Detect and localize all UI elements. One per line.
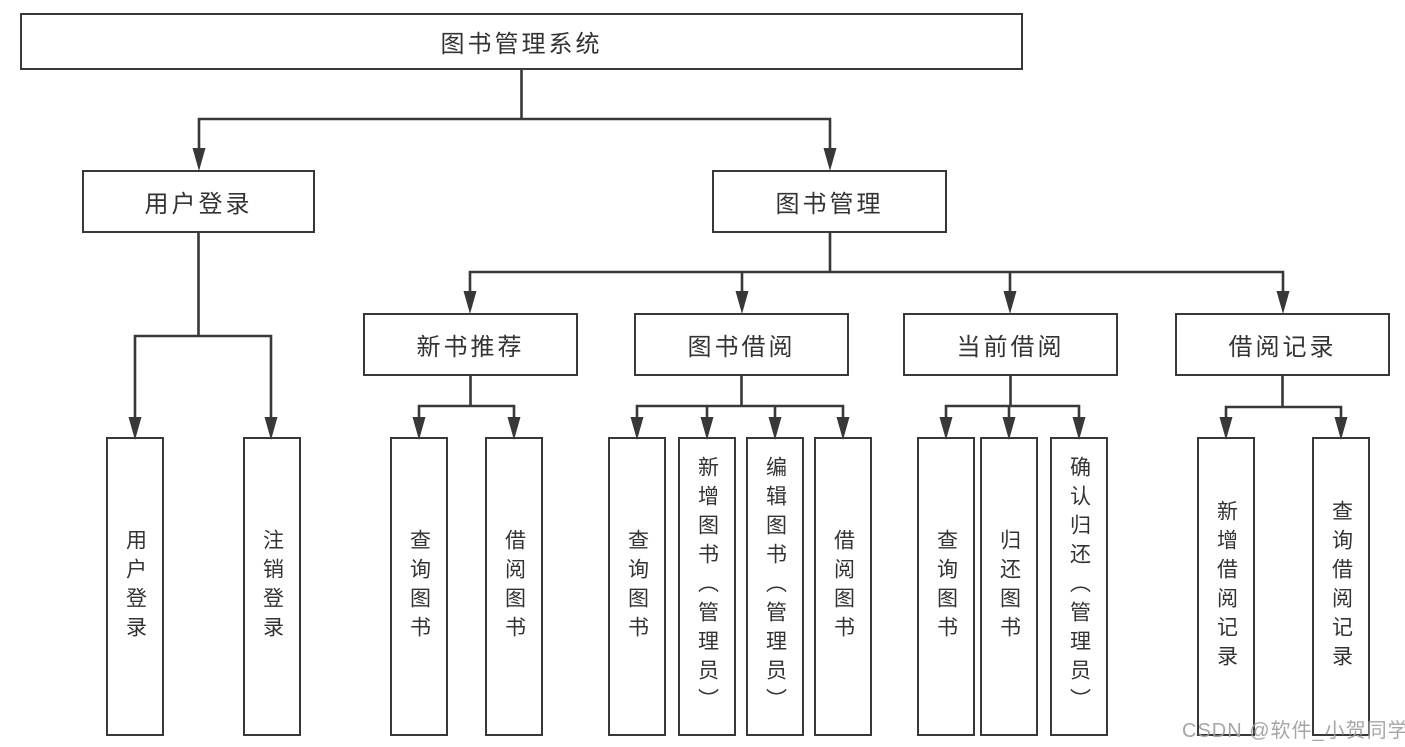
edge-borrow-record-to-leaves — [1224, 374, 1343, 423]
leaf-add-book-admin: 新增图书（管理员） — [678, 437, 736, 736]
leaf-query-book-1-label: 查询图书 — [407, 528, 431, 645]
leaf-logout-label: 注销登录 — [260, 528, 284, 645]
leaf-edit-book-admin: 编辑图书（管理员） — [746, 437, 804, 736]
leaf-add-book-admin-label: 新增图书（管理员） — [695, 456, 719, 717]
leaf-add-borrow-record: 新增借阅记录 — [1197, 437, 1255, 736]
edge-book-management-to-level3 — [468, 231, 1285, 299]
leaf-query-book-1: 查询图书 — [390, 437, 448, 736]
arrow-to-book-management — [823, 148, 837, 171]
leaf-add-borrow-record-label: 新增借阅记录 — [1214, 499, 1238, 674]
leaf-logout: 注销登录 — [243, 437, 301, 736]
node-current-borrow: 当前借阅 — [903, 313, 1118, 376]
leaf-query-book-2: 查询图书 — [608, 437, 666, 736]
arrow-to-new-book — [463, 291, 477, 314]
arrow-to-borrow-record — [1276, 291, 1290, 314]
node-root-label: 图书管理系统 — [440, 31, 603, 58]
arrow-to-book-borrow — [735, 291, 749, 314]
node-book-management-label: 图书管理 — [775, 191, 884, 218]
leaf-query-book-2-label: 查询图书 — [625, 528, 649, 645]
leaf-query-book-3-label: 查询图书 — [934, 528, 958, 645]
leaf-borrow-book-2-label: 借阅图书 — [831, 528, 855, 645]
leaf-return-book-label: 归还图书 — [997, 528, 1021, 645]
arrow-to-current-borrow — [1003, 291, 1017, 314]
node-new-book-recommend: 新书推荐 — [363, 313, 578, 376]
leaf-query-borrow-record: 查询借阅记录 — [1312, 437, 1370, 736]
edge-book-borrow-to-leaves — [635, 374, 845, 423]
leaf-user-login: 用户登录 — [106, 437, 164, 736]
edge-root-to-level2 — [197, 68, 832, 154]
leaf-borrow-book-1-label: 借阅图书 — [502, 528, 526, 645]
node-root: 图书管理系统 — [20, 13, 1023, 70]
leaf-user-login-label: 用户登录 — [123, 528, 147, 645]
leaf-borrow-book-1: 借阅图书 — [485, 437, 543, 736]
leaf-borrow-book-2: 借阅图书 — [814, 437, 872, 736]
node-book-management: 图书管理 — [712, 170, 947, 233]
leaf-return-book: 归还图书 — [980, 437, 1038, 736]
node-borrow-record: 借阅记录 — [1175, 313, 1390, 376]
leaf-confirm-return-admin-label: 确认归还（管理员） — [1067, 456, 1091, 717]
watermark: CSDN @软件_小贺同学 — [1182, 720, 1405, 742]
arrow-to-user-login — [192, 148, 206, 171]
leaf-edit-book-admin-label: 编辑图书（管理员） — [763, 456, 787, 717]
node-user-login: 用户登录 — [82, 170, 315, 233]
edge-new-book-to-leaves — [417, 374, 516, 423]
node-new-book-recommend-label: 新书推荐 — [416, 334, 525, 361]
node-user-login-label: 用户登录 — [144, 191, 253, 218]
leaf-query-book-3: 查询图书 — [917, 437, 975, 736]
node-borrow-record-label: 借阅记录 — [1228, 334, 1337, 361]
node-book-borrow-label: 图书借阅 — [687, 334, 796, 361]
node-book-borrow: 图书借阅 — [634, 313, 849, 376]
leaf-confirm-return-admin: 确认归还（管理员） — [1050, 437, 1108, 736]
leaf-query-borrow-record-label: 查询借阅记录 — [1329, 499, 1353, 674]
node-current-borrow-label: 当前借阅 — [956, 334, 1065, 361]
edge-current-borrow-to-leaves — [944, 374, 1081, 423]
edge-user-login-to-leaves — [133, 231, 273, 423]
